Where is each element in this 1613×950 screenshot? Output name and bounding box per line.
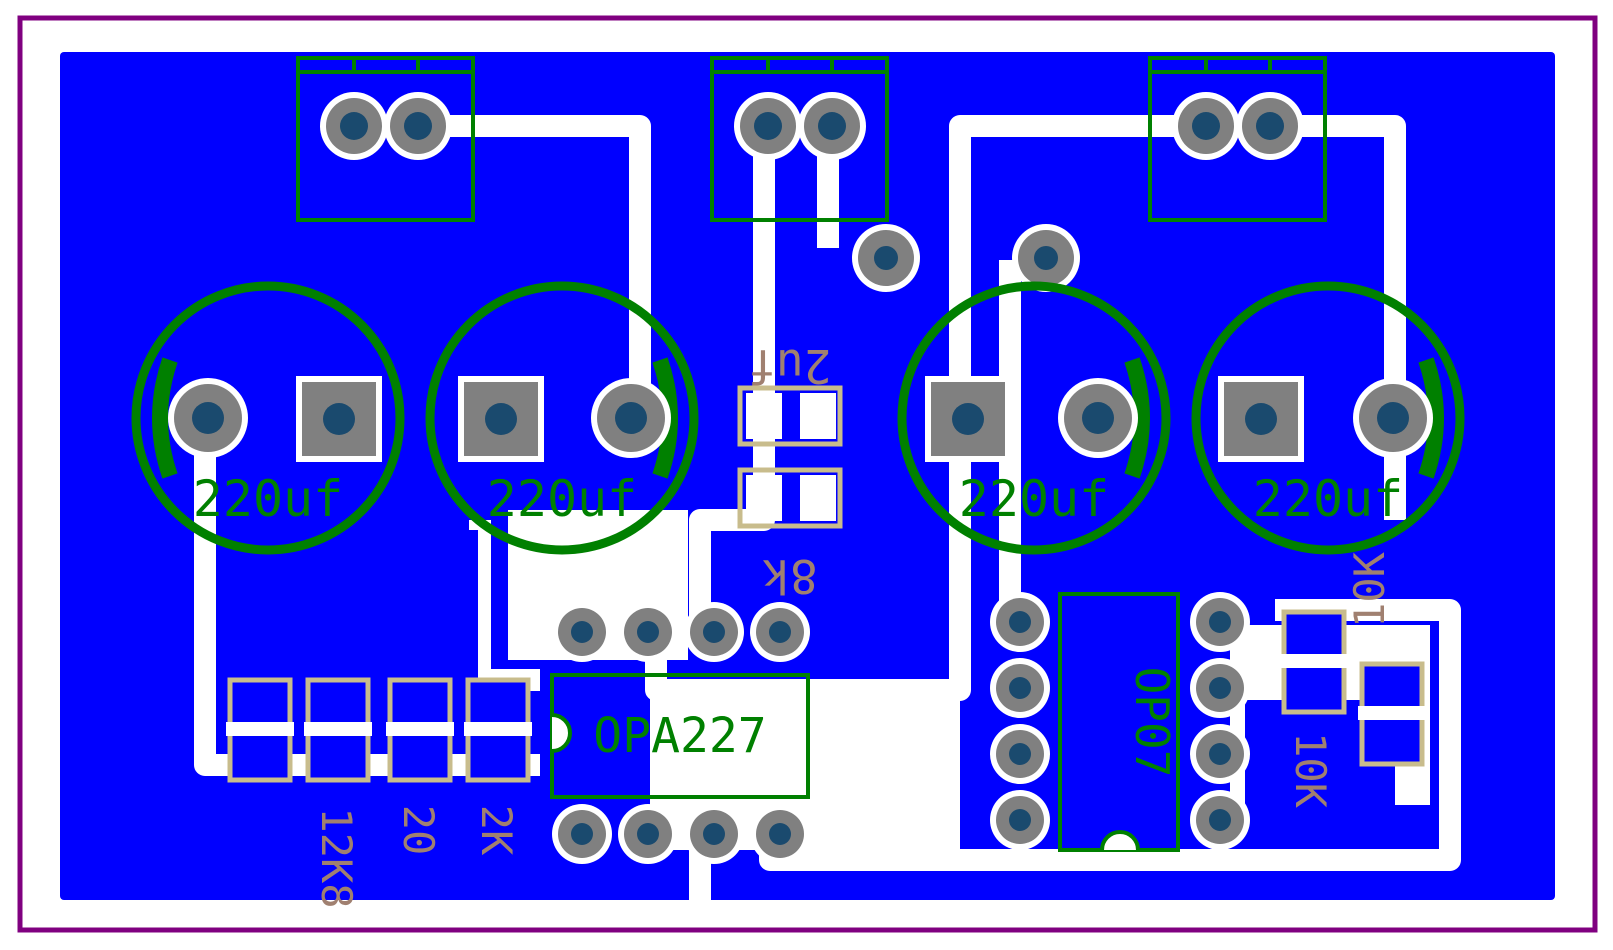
r-20-label: 20: [394, 805, 443, 856]
r-2k-label: 2K: [472, 805, 521, 856]
terminal-block-center: [710, 56, 889, 222]
capacitor-3: [897, 281, 1171, 555]
cap2-label: 220uf: [487, 470, 638, 528]
r-8k-label: 8k: [762, 549, 817, 603]
smd-pads-2uf-8k: [737, 385, 843, 529]
ic1-label: OPA227: [593, 708, 766, 764]
cap1-label: 220uf: [193, 470, 344, 528]
terminal-block-left: [296, 56, 475, 222]
smd-resistors-left-gaps: [226, 722, 532, 736]
r-10k-b-label: 10K: [1286, 732, 1335, 809]
smd-resistors-right-gaps: [1280, 654, 1426, 720]
vias: [852, 224, 1080, 292]
ic-opa227: [550, 602, 810, 864]
cap3-label: 220uf: [959, 470, 1110, 528]
terminal-block-right: [1148, 56, 1327, 222]
capacitor-4: [1191, 281, 1465, 555]
terminal-pads: [320, 92, 1304, 160]
r-10k-a-label: 10K: [1345, 551, 1394, 628]
blue-inset-left: [222, 530, 478, 680]
capacitor-2: [425, 281, 699, 555]
ic-op07: [990, 592, 1250, 852]
cap4-label: 220uf: [1253, 470, 1404, 528]
c-2uf-label: 2uf: [748, 339, 831, 393]
capacitor-1: [131, 281, 405, 555]
r-12k8-label: 12K8: [312, 807, 361, 908]
ic2-label: OP07: [1125, 667, 1179, 778]
